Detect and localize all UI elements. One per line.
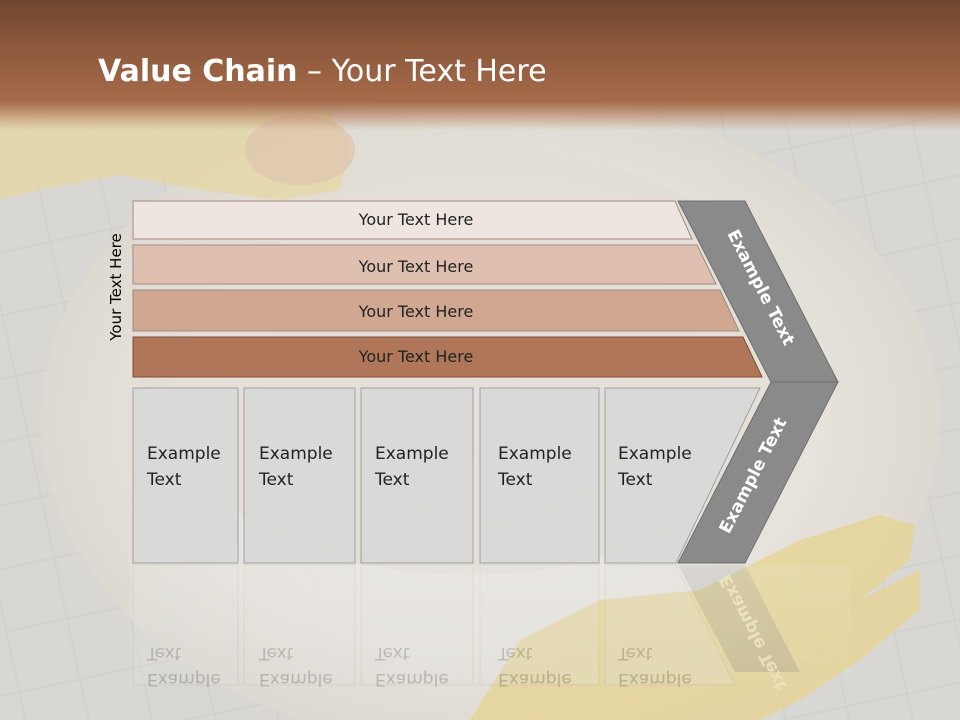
box-2-line2: Text [258, 470, 294, 490]
box-5-line2: Text [617, 470, 653, 490]
box-1-line2: Text [146, 470, 182, 490]
box-4 [479, 387, 600, 564]
box-4-line2: Text [497, 470, 533, 490]
slide-title: Value Chain – Your Text Here [98, 54, 547, 89]
band-2-label: Your Text Here [358, 257, 474, 276]
box-3 [360, 387, 474, 564]
box-5 [604, 387, 761, 564]
box-1 [132, 387, 239, 564]
band-1 [132, 200, 693, 240]
box-4-line1: Example [498, 444, 572, 464]
title-bar [0, 0, 960, 130]
box-2-line1: Example [259, 444, 333, 464]
title-rest: – Your Text Here [297, 54, 547, 89]
chevron-lower [677, 381, 839, 564]
diagram-reflection: Example Text Example Text Example Text E… [130, 564, 850, 693]
box-5-line1: Example [618, 444, 692, 464]
band-4-label: Your Text Here [358, 347, 474, 366]
box-2 [243, 387, 356, 564]
title-bold: Value Chain [98, 54, 298, 89]
box-1-line1: Example [147, 444, 221, 464]
box-3-line1: Example [375, 444, 449, 464]
band-3-label: Your Text Here [358, 302, 474, 321]
box-3-line2: Text [374, 470, 410, 490]
band-3 [132, 289, 740, 332]
band-4 [132, 336, 763, 378]
band-1-label: Your Text Here [358, 210, 474, 229]
band-2 [132, 244, 717, 285]
